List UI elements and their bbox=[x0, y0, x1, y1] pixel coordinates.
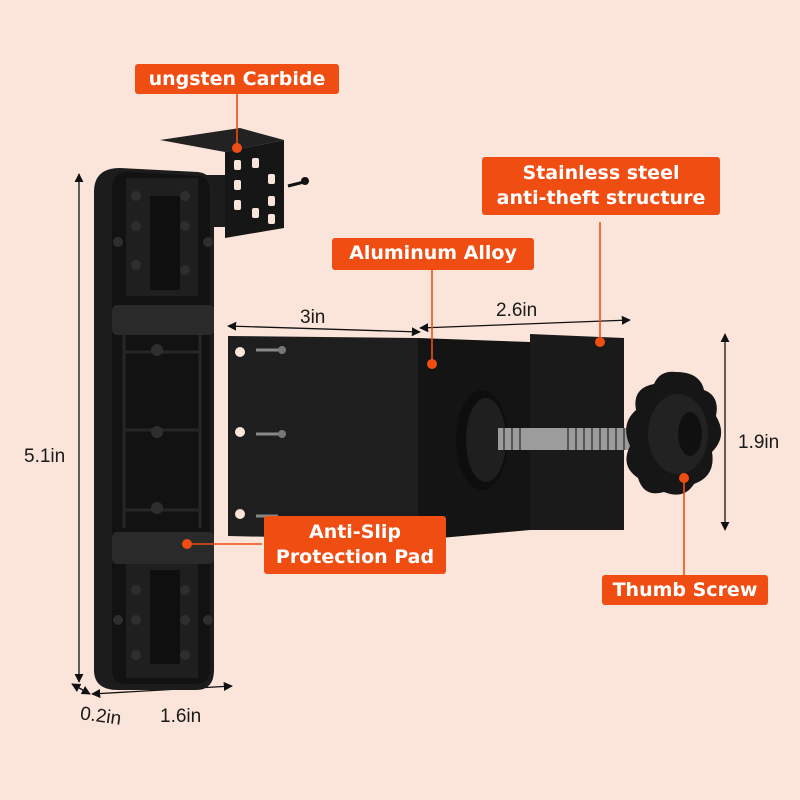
aluminum-alloy-label: Aluminum Alloy bbox=[349, 242, 517, 264]
callout-leaders bbox=[190, 92, 685, 578]
anti-slip-label-line2: Protection Pad bbox=[275, 546, 435, 568]
anti-slip-label-line1: Anti-Slip bbox=[308, 521, 402, 543]
dimension-clamp-left: 3in bbox=[300, 307, 326, 328]
thumb-screw-callout: Thumb Screw bbox=[602, 575, 768, 605]
dimension-height: 5.1in bbox=[24, 446, 66, 467]
small-bracket bbox=[160, 128, 309, 238]
callout-markers bbox=[182, 143, 689, 549]
dimension-clamp-height: 1.9in bbox=[738, 432, 780, 453]
thumb-screw-knob bbox=[626, 371, 722, 495]
tungsten-carbide-callout: ungsten Carbide bbox=[135, 64, 339, 94]
dimension-lines bbox=[71, 173, 730, 699]
back-pad bbox=[94, 168, 225, 690]
stainless-steel-label-line1: Stainless steel bbox=[522, 162, 680, 184]
dimension-width: 1.6in bbox=[160, 706, 202, 727]
stainless-steel-callout: Stainless steel anti-theft structure bbox=[482, 157, 720, 215]
stainless-steel-label-line2: anti-theft structure bbox=[496, 187, 706, 209]
aluminum-alloy-callout: Aluminum Alloy bbox=[332, 238, 534, 270]
tungsten-carbide-label: ungsten Carbide bbox=[148, 68, 326, 90]
anti-slip-callout: Anti-Slip Protection Pad bbox=[264, 516, 446, 574]
dimension-clamp-right: 2.6in bbox=[496, 300, 538, 321]
thumb-screw-label: Thumb Screw bbox=[612, 579, 758, 601]
clamp-body bbox=[228, 334, 650, 540]
